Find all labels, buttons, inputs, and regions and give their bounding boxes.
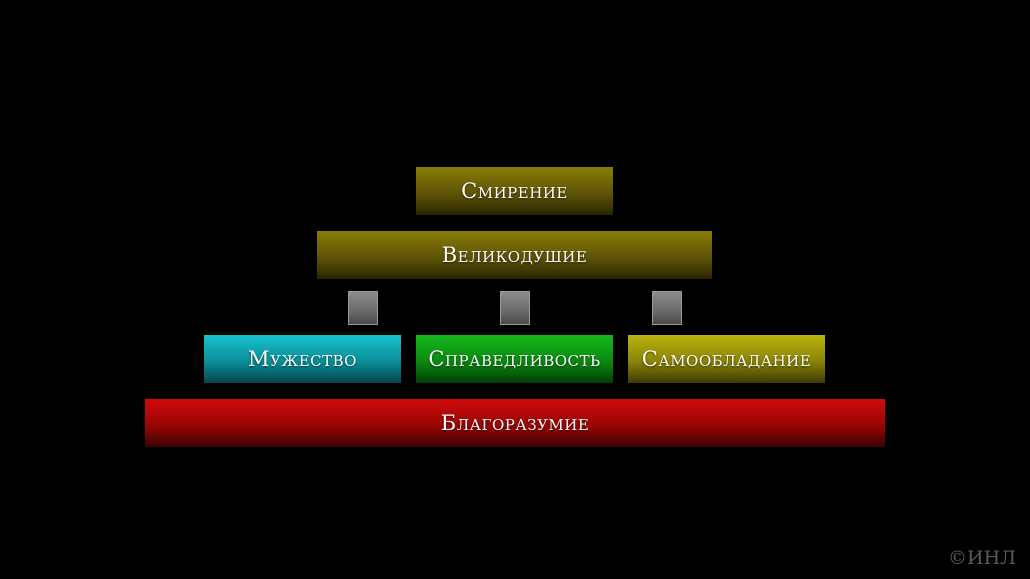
box-middle-2: Справедливость	[416, 335, 613, 383]
connector-right	[652, 291, 682, 325]
box-base-label: Благоразумие	[440, 411, 590, 435]
box-middle-3: Самообладание	[628, 335, 825, 383]
box-middle-2-label: Справедливость	[428, 347, 601, 371]
box-middle-1-label: Мужество	[248, 347, 357, 371]
box-top: Смирение	[416, 167, 613, 215]
copyright-text: ©ИНЛ	[948, 547, 1016, 569]
box-base: Благоразумие	[145, 399, 885, 447]
box-second: Великодушие	[317, 231, 712, 279]
box-middle-3-label: Самообладание	[641, 347, 812, 371]
box-second-label: Великодушие	[441, 243, 588, 267]
box-middle-1: Мужество	[204, 335, 401, 383]
box-top-label: Смирение	[461, 179, 568, 203]
connector-left	[348, 291, 378, 325]
connector-center	[500, 291, 530, 325]
